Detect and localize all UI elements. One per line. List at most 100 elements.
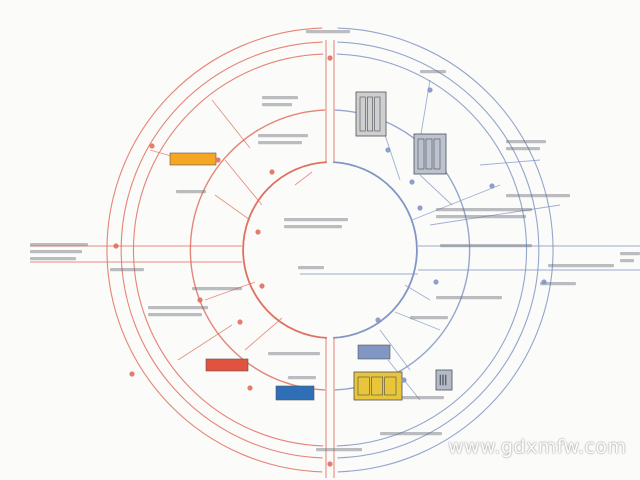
node-dots <box>113 55 547 467</box>
building-window <box>357 376 370 396</box>
inner-ring-left <box>242 161 327 339</box>
label-line <box>284 218 348 222</box>
building-window <box>433 138 441 170</box>
node-dot <box>129 371 135 377</box>
left-ring-arc <box>120 41 323 459</box>
label-line <box>380 432 442 436</box>
label-line <box>436 215 526 219</box>
label-line <box>440 244 532 248</box>
leader-line <box>404 284 431 301</box>
leader-line <box>379 329 411 371</box>
right-ring-arc <box>334 109 471 391</box>
building-icon <box>413 133 447 175</box>
building-window <box>439 374 441 386</box>
node-dot <box>149 143 155 149</box>
label-line <box>148 306 208 310</box>
building-window <box>374 96 381 132</box>
node-dot <box>113 243 119 249</box>
label-line <box>268 352 320 356</box>
node-dot <box>417 205 423 211</box>
leader-lines <box>149 79 561 401</box>
left-ring-arc <box>106 27 323 473</box>
central-ring <box>242 161 418 339</box>
label-line <box>410 316 448 320</box>
left-ring-arc <box>189 109 326 391</box>
label-line <box>288 376 316 380</box>
label-line <box>398 396 444 400</box>
label-line <box>30 257 76 261</box>
building-window <box>359 96 366 132</box>
label-line <box>258 134 308 138</box>
label-line <box>506 140 546 144</box>
label-line <box>620 259 634 263</box>
node-dot <box>269 169 275 175</box>
leader-line <box>479 159 541 166</box>
node-dot <box>259 283 265 289</box>
label-line <box>436 208 532 212</box>
label-line <box>258 141 302 145</box>
label-line <box>110 268 144 272</box>
node-dot <box>247 385 253 391</box>
node-dot <box>255 229 261 235</box>
label-line <box>176 190 206 194</box>
node-dot <box>215 157 221 163</box>
label-line <box>306 30 350 34</box>
node-dot <box>541 279 547 285</box>
building-icon <box>353 371 403 401</box>
leader-line <box>429 204 561 226</box>
leader-line <box>244 317 283 351</box>
spoke-lines <box>30 40 640 478</box>
colored-label-boxes <box>169 152 391 401</box>
leader-line <box>214 194 251 221</box>
building-icon <box>355 91 387 137</box>
node-dot <box>327 55 333 61</box>
building-window <box>425 138 433 170</box>
node-dot <box>433 279 439 285</box>
node-dot <box>401 377 407 383</box>
label-line <box>30 243 88 247</box>
ring-arcs <box>106 27 554 473</box>
label-line <box>298 266 324 270</box>
building-icons <box>353 91 453 401</box>
color-box <box>169 152 217 166</box>
left-ring-arc <box>132 53 324 447</box>
label-line <box>436 296 502 300</box>
node-dot <box>385 147 391 153</box>
color-box <box>275 385 315 401</box>
leader-line <box>294 171 313 186</box>
label-line <box>506 194 570 198</box>
label-line <box>30 250 82 254</box>
label-line <box>262 103 292 107</box>
leader-line <box>411 184 501 221</box>
label-line <box>262 96 298 100</box>
label-line <box>420 70 446 74</box>
label-blocks <box>30 30 640 452</box>
node-dot <box>409 179 415 185</box>
building-window <box>445 374 447 386</box>
node-dot <box>197 297 203 303</box>
node-dot <box>427 87 433 93</box>
building-window <box>384 376 397 396</box>
node-dot <box>489 183 495 189</box>
label-line <box>620 252 640 256</box>
building-icon <box>435 369 453 391</box>
building-window <box>367 96 373 132</box>
leader-line <box>419 174 453 206</box>
label-line <box>148 313 202 317</box>
leader-line <box>224 159 263 206</box>
building-window <box>371 376 383 396</box>
right-ring-arc <box>337 27 554 473</box>
label-line <box>192 287 242 291</box>
node-dot <box>237 319 243 325</box>
node-dot <box>327 461 333 467</box>
node-dot <box>375 317 381 323</box>
label-line <box>506 147 540 151</box>
building-window <box>417 138 425 170</box>
label-line <box>316 448 362 452</box>
right-ring-arc <box>337 41 540 459</box>
color-box <box>205 358 249 372</box>
building-window <box>442 374 444 386</box>
label-line <box>548 264 614 268</box>
